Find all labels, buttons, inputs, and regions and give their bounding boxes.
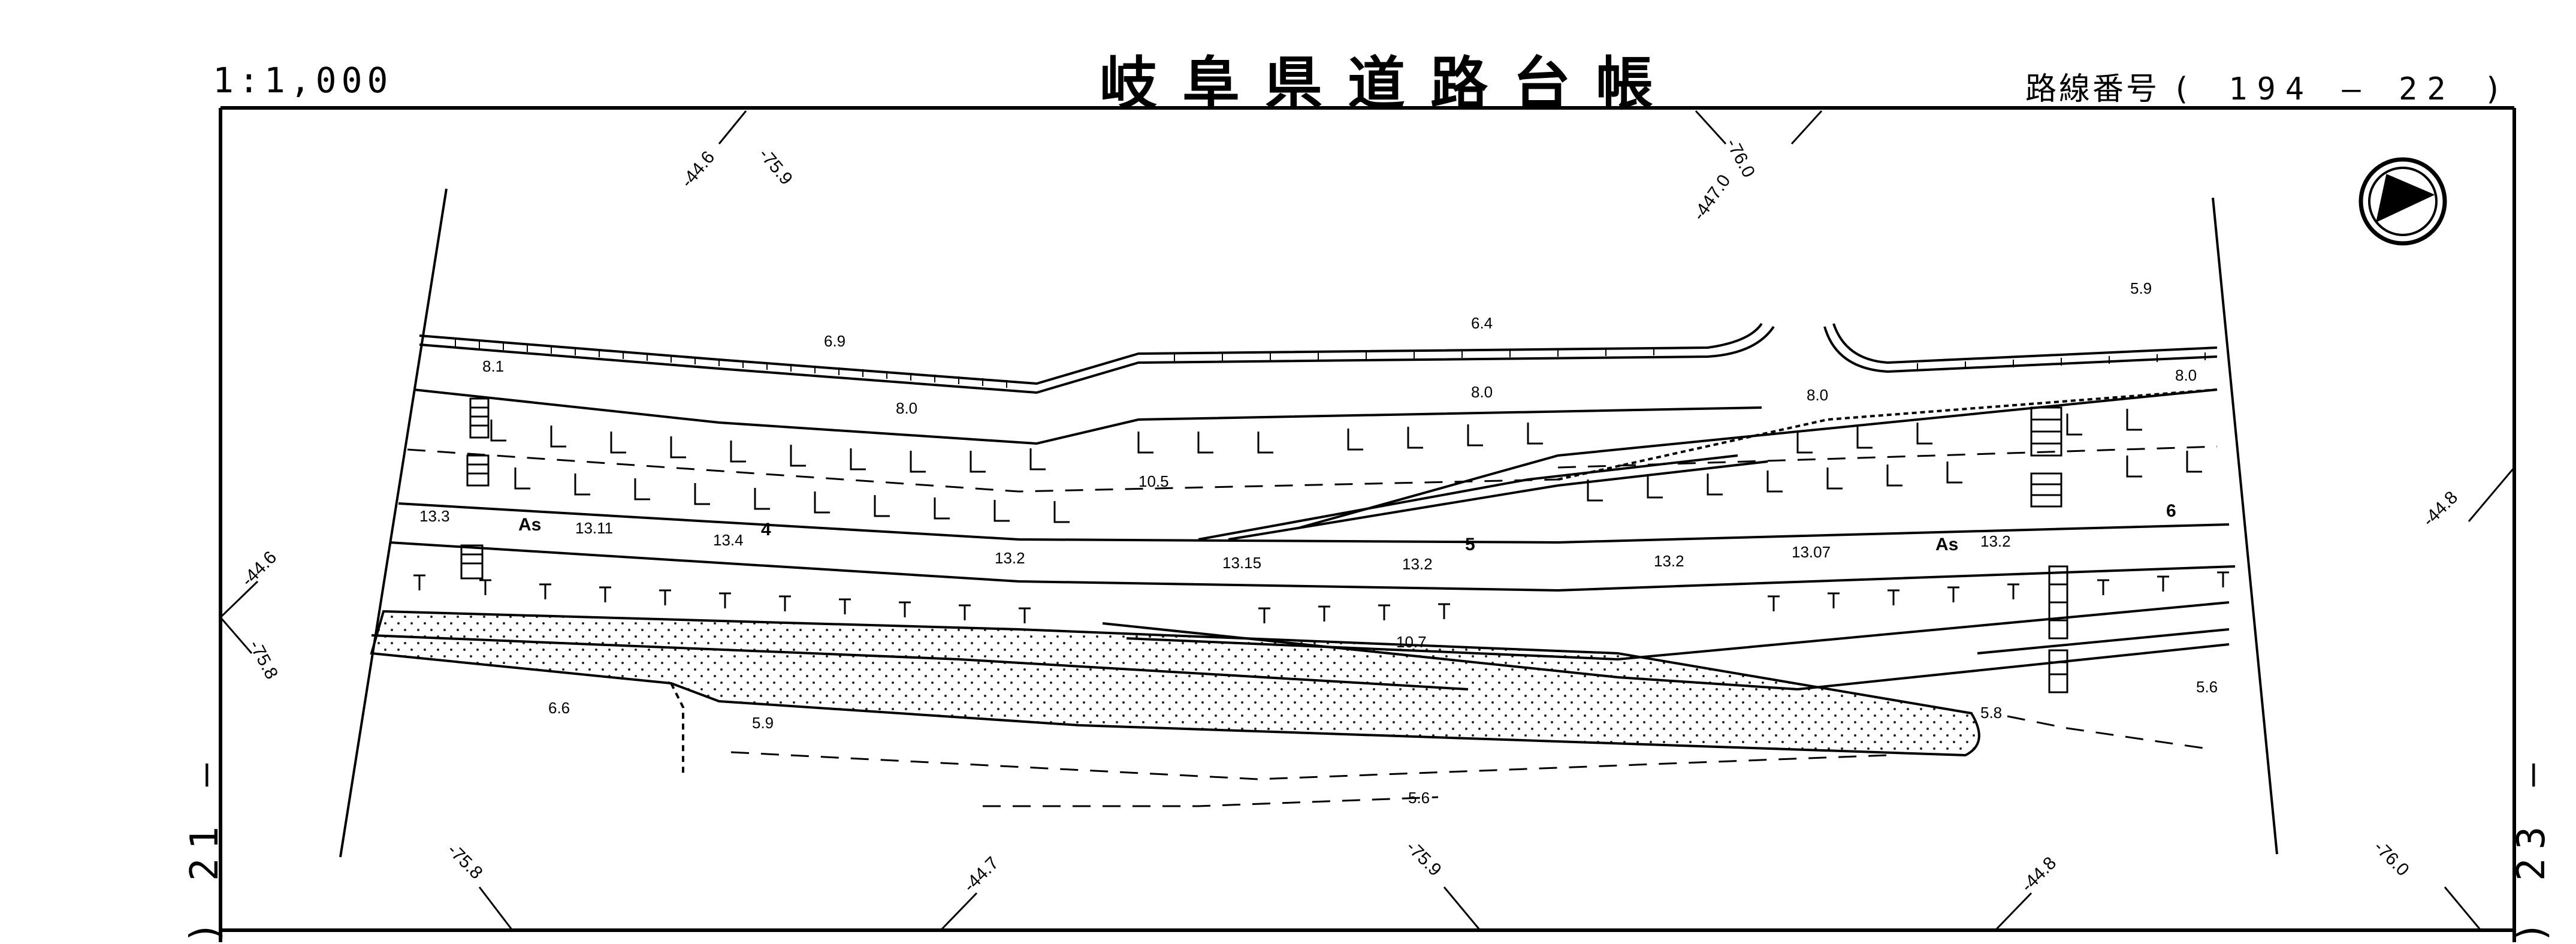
- coord-bot-3: -75.9: [1402, 837, 1445, 880]
- elevation: 13.4: [713, 531, 744, 549]
- coord-top-1a: -44.6: [677, 147, 718, 192]
- stone-wall: [419, 322, 2218, 394]
- elevation: 6.6: [548, 699, 570, 717]
- coord-bot-4: -44.8: [2018, 853, 2061, 896]
- coord-top-2b: -447.0: [1689, 171, 1735, 224]
- elevation: 5.6: [2196, 678, 2218, 696]
- elevation: 8.0: [1471, 383, 1493, 401]
- station-number: 5: [1465, 535, 1475, 554]
- elevation: 10.5: [1138, 472, 1169, 490]
- elevation: 13.2: [1654, 552, 1684, 570]
- road-tree-marks: [413, 571, 2229, 623]
- elevation: 10.7: [1396, 633, 1427, 651]
- station-number: 6: [2166, 501, 2176, 521]
- coord-top-1b: -75.9: [755, 144, 796, 189]
- stairs: [460, 397, 2068, 693]
- elevation: 8.0: [896, 399, 917, 417]
- elevation: 5.6: [1408, 789, 1430, 807]
- elevation: 13.11: [575, 519, 613, 537]
- elevation: 5.8: [1980, 704, 2002, 722]
- route-label: 路線番号: [2025, 71, 2160, 107]
- pavement-label: As: [1935, 535, 1958, 554]
- route-number: 路線番号 ( 194 — 22 ): [2025, 64, 2512, 108]
- elevation: 8.1: [482, 357, 504, 375]
- grid-ticks: [219, 110, 2515, 931]
- coord-left-b: -75.8: [245, 637, 282, 683]
- map-scale: 1:1,000: [213, 60, 393, 101]
- elevation: 13.2: [1402, 555, 1433, 573]
- elevation: 5.9: [2130, 279, 2152, 297]
- coord-bot-1: -75.8: [443, 840, 487, 883]
- road-edges: [389, 454, 2236, 592]
- spot-elevations: 8.1 6.9 6.4 5.9 8.0 8.0 8.0 8.0 10.5 13.…: [419, 279, 2218, 807]
- embankment-edges: [413, 388, 2218, 529]
- elevation: 13.2: [995, 549, 1025, 567]
- elevation: 6.4: [1471, 314, 1493, 332]
- coord-top-2a: -76.0: [1722, 135, 1759, 181]
- elevation: 5.9: [752, 714, 774, 732]
- elevation: 13.2: [1980, 532, 2011, 550]
- dashed-lines: [407, 445, 2218, 807]
- coord-right-a: -44.8: [2419, 487, 2462, 530]
- north-arrow-icon: [2358, 157, 2447, 246]
- elevation: 13.15: [1222, 554, 1261, 572]
- coord-bot-2: -44.7: [960, 853, 1003, 896]
- coord-bot-5: -76.0: [2370, 837, 2413, 880]
- elevation: 13.07: [1792, 543, 1831, 561]
- elevation: 6.9: [824, 332, 845, 350]
- sheet-frame: [219, 106, 2516, 942]
- wall-hatch: [455, 339, 2206, 388]
- gravel-area: [370, 601, 2230, 773]
- grid-coordinates: -44.6 -75.9 -76.0 -447.0 -44.6 -75.8 -44…: [238, 135, 2462, 896]
- route-number-value: ( 194 — 22 ): [2172, 71, 2512, 107]
- slope-hachures: [490, 409, 2202, 523]
- pavement-label: As: [518, 515, 541, 535]
- elevation: 13.3: [419, 507, 450, 525]
- road-labels: As As 4 5 6: [518, 501, 2176, 554]
- station-number: 4: [761, 520, 771, 539]
- elevation: 8.0: [1807, 386, 1828, 404]
- coord-left-a: -44.6: [238, 547, 281, 590]
- elevation: 8.0: [2175, 366, 2197, 384]
